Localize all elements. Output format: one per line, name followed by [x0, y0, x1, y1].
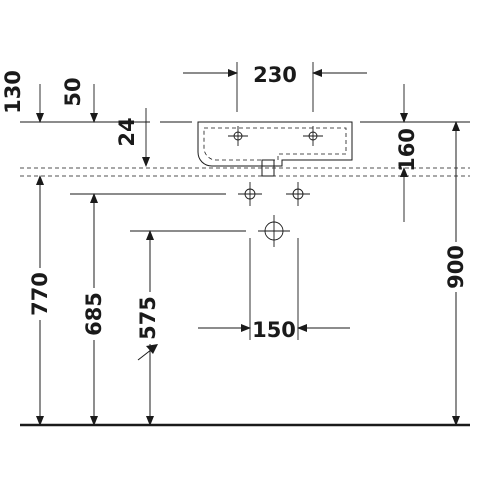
dim-150-label: 150	[252, 318, 296, 342]
dim-24-label: 24	[115, 117, 139, 146]
supply-connection-left	[238, 182, 262, 206]
dim-230-label: 230	[253, 63, 297, 87]
tap-hole-right	[303, 126, 323, 146]
dim-575-label: 575	[136, 296, 160, 340]
dim-130-label: 130	[1, 70, 25, 114]
tap-hole-left	[228, 126, 248, 146]
basin-outline	[197, 121, 353, 177]
dim-685-label: 685	[82, 292, 106, 336]
dim-900-label: 900	[444, 245, 468, 289]
dim-770-label: 770	[28, 272, 52, 316]
dim-575: 575	[134, 230, 164, 426]
supply-connection-right	[286, 182, 310, 206]
dim-900: 900	[440, 121, 470, 426]
dim-770: 770	[24, 175, 54, 426]
waste-outlet	[258, 215, 290, 247]
dim-160: 160	[395, 84, 419, 222]
dim-230: 230	[183, 62, 367, 112]
dim-50-label: 50	[61, 77, 85, 106]
pointer-arrow	[137, 344, 158, 361]
dim-130: 130	[1, 70, 44, 123]
dim-50: 50	[61, 77, 98, 123]
dim-685: 685	[78, 193, 108, 426]
dim-160-label: 160	[395, 128, 419, 172]
dim-150: 150	[198, 238, 350, 342]
dim-24: 24	[115, 108, 150, 167]
